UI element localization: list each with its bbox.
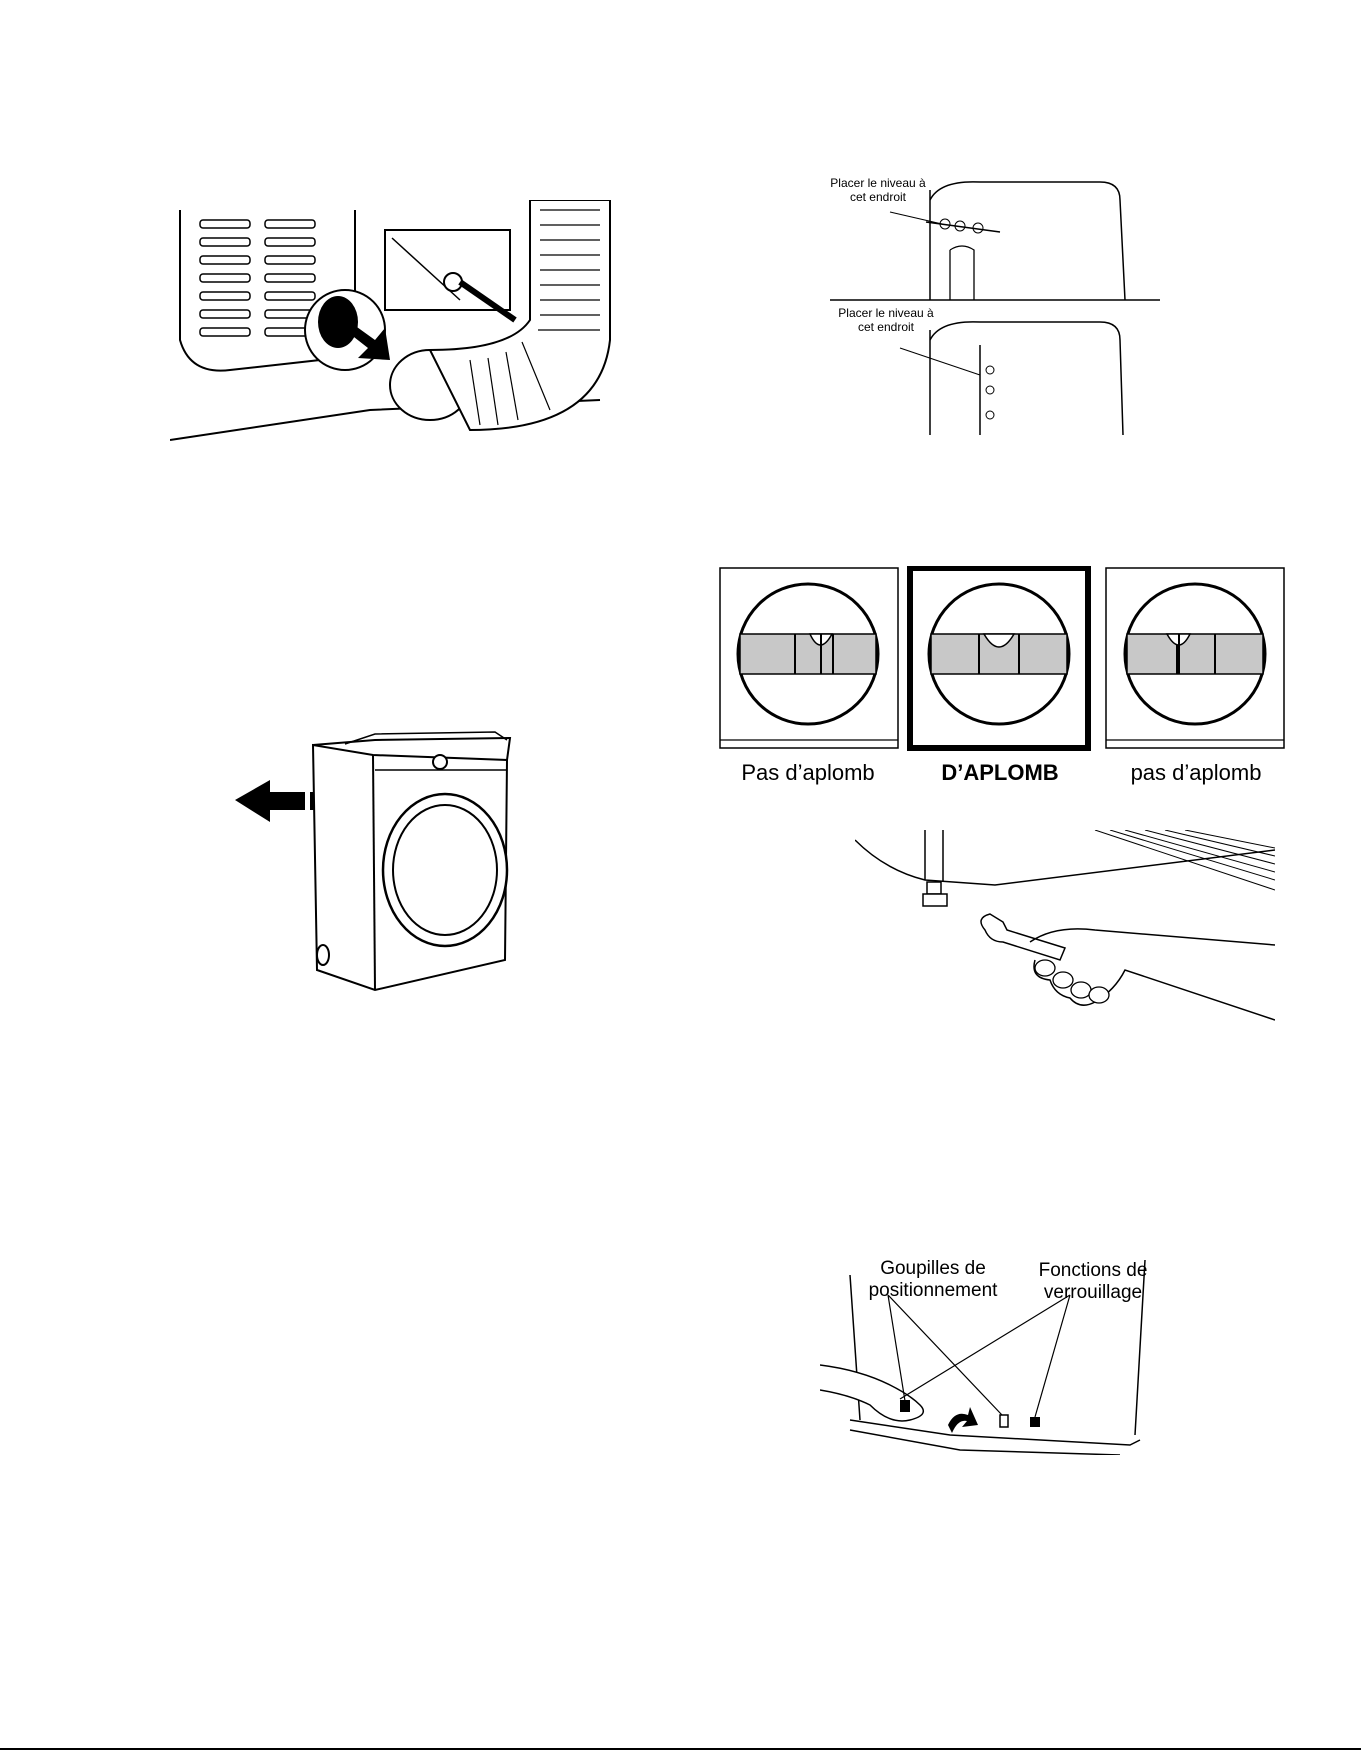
pedestal-label-pins: Goupilles de positionnement [858, 1258, 1008, 1302]
dryer-move-figure [225, 730, 525, 1000]
level-placement-figure [830, 170, 1170, 435]
level-indicator-plumb [910, 568, 1088, 748]
level-indicator-not-plumb-left [720, 568, 898, 748]
level-placement-label-bottom: Placer le niveau à cet endroit [826, 306, 946, 334]
leveling-foot-figure [855, 830, 1275, 1030]
level-caption-not-plumb-left: Pas d’aplomb [718, 760, 898, 786]
pedestal-label-locks: Fonctions de verrouillage [1018, 1260, 1168, 1304]
bottom-rule [0, 1748, 1361, 1750]
vent-connection-figure [170, 200, 620, 460]
level-placement-label-top: Placer le niveau à cet endroit [818, 176, 938, 204]
level-indicator-row [718, 566, 1286, 756]
level-indicator-not-plumb-right [1106, 568, 1284, 748]
level-caption-not-plumb-right: pas d’aplomb [1106, 760, 1286, 786]
level-caption-plumb: D’APLOMB [910, 760, 1090, 786]
